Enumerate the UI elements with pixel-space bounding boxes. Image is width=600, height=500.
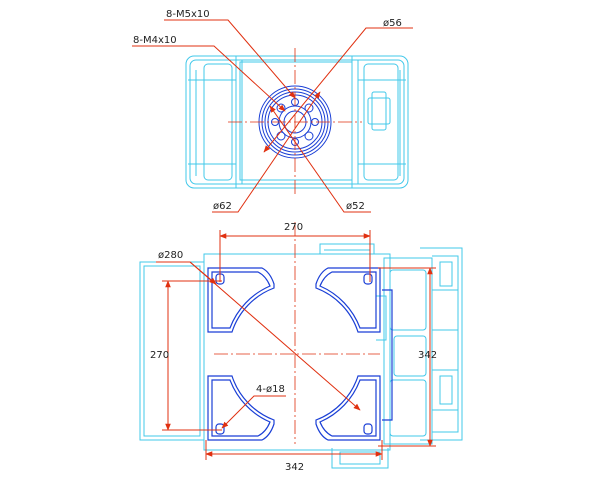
top-view-centerlines (228, 48, 362, 194)
bottom-view-centerlines (214, 222, 380, 444)
dim-top-270: 270 (284, 222, 303, 233)
top-view-labels: 8-M5x10 8-M4x10 ø56 ø62 ø52 (133, 9, 402, 212)
dim-right-342: 342 (418, 350, 437, 361)
dim-left-270: 270 (150, 350, 169, 361)
dim-diagonal-280: ø280 (158, 250, 183, 261)
top-view: 8-M5x10 8-M4x10 ø56 ø62 ø52 (132, 9, 413, 213)
callout-8-m4x10: 8-M4x10 (133, 35, 177, 46)
bottom-view-base-plates (207, 267, 393, 441)
callout-dia-56: ø56 (383, 18, 402, 29)
bottom-view: 270 270 342 342 ø280 4-ø18 (139, 222, 463, 473)
dim-bottom-342: 342 (285, 462, 304, 473)
callout-dia-52: ø52 (346, 201, 365, 212)
dim-holes-4-dia-18: 4-ø18 (256, 384, 285, 395)
callout-8-m5x10: 8-M5x10 (166, 9, 210, 20)
bottom-view-labels: 270 270 342 342 ø280 4-ø18 (150, 222, 437, 473)
bottom-view-body-outline (139, 243, 463, 469)
callout-dia-62: ø62 (213, 201, 232, 212)
top-view-leaders (132, 19, 413, 213)
bottom-view-dimensions (156, 230, 436, 460)
